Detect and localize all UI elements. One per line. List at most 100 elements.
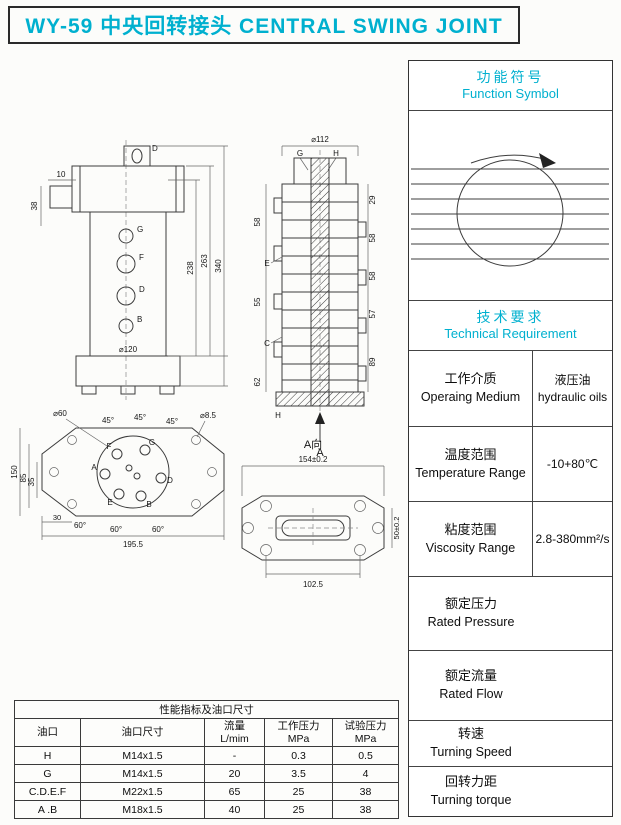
- function-symbol-title-cn: 功能符号: [476, 68, 545, 85]
- view-arrow-label: A: [316, 447, 324, 459]
- dim-label: 85: [19, 473, 28, 482]
- col-header-working-pressure-cn: 工作压力: [277, 720, 320, 732]
- spec-value-text: 2.8-380mm²/s: [535, 531, 610, 546]
- spec-panel: 功能符号 Function Symbol 技术要求 Technica: [408, 60, 613, 817]
- spec-value: -10+80℃: [533, 427, 612, 501]
- ports-table: 性能指标及油口尺寸 油口 油口尺寸 流量 L/mim 工作压力 MPa 试验压力…: [14, 700, 399, 820]
- col-header-working-pressure: 工作压力 MPa: [264, 717, 333, 748]
- a-view-drawing: A向 154±0.2 50±0.2 102.5: [241, 437, 401, 589]
- col-header-test-pressure-cn: 试验压力: [344, 720, 387, 732]
- dim-label: 102.5: [303, 580, 324, 589]
- cell-flow: 65: [204, 782, 265, 802]
- dim-label: 238: [186, 261, 195, 275]
- dim-label: D: [152, 144, 158, 153]
- spec-label-cn: 温度范围: [444, 446, 497, 462]
- dim-label: 35: [27, 477, 36, 486]
- dim-label: 57: [368, 309, 377, 318]
- dim-label: 340: [214, 259, 223, 273]
- cell-flow: 20: [204, 764, 265, 784]
- ports-table-title-row: 性能指标及油口尺寸: [14, 700, 399, 719]
- dim-label: 38: [30, 201, 39, 210]
- spec-value: 液压油 hydraulic oils: [533, 351, 612, 426]
- table-row: C.D.E.F M22x1.5 65 25 38: [14, 782, 399, 802]
- spec-label-en: Turning torque: [430, 793, 512, 808]
- ports-table-title: 性能指标及油口尺寸: [14, 700, 399, 719]
- spec-value: [533, 767, 612, 816]
- spec-label: 额定压力 Rated Pressure: [409, 577, 533, 650]
- port-label: D: [167, 476, 173, 485]
- port-label: B: [137, 315, 142, 324]
- port-label: G: [149, 438, 155, 447]
- cell-size: M14x1.5: [80, 764, 205, 784]
- spec-value: [533, 577, 612, 650]
- technical-requirement-title-cn: 技术要求: [476, 308, 545, 325]
- col-header-test-pressure: 试验压力 MPa: [332, 717, 399, 748]
- dim-label: 50±0.2: [392, 517, 401, 540]
- port-label: G: [137, 225, 143, 234]
- spec-label: 额定流量 Rated Flow: [409, 651, 533, 720]
- spec-value: [533, 651, 612, 720]
- spec-label-en: Viscosity Range: [425, 540, 516, 555]
- spec-label: 转速 Turning Speed: [409, 721, 533, 766]
- col-header-flow-unit: L/mim: [220, 732, 249, 745]
- spec-value: [533, 721, 612, 766]
- view-title: A向: [304, 437, 322, 451]
- cell-test-pressure: 4: [332, 764, 399, 784]
- section-view-drawing: ⌀112 G H: [253, 135, 377, 459]
- cell-working-pressure: 25: [264, 800, 333, 820]
- spec-label-cn: 粘度范围: [444, 521, 497, 537]
- spec-label-cn: 转速: [457, 726, 484, 742]
- page-title: WY-59 中央回转接头 CENTRAL SWING JOINT: [8, 6, 520, 44]
- dim-label: 29: [368, 195, 377, 204]
- port-label: B: [146, 500, 151, 509]
- cell-port: C.D.E.F: [14, 782, 81, 802]
- spec-label: 温度范围 Temperature Range: [409, 427, 533, 501]
- col-header-port: 油口: [14, 717, 81, 748]
- cell-test-pressure: 38: [332, 800, 399, 820]
- dim-label: 10: [57, 170, 66, 179]
- port-label: F: [139, 253, 144, 262]
- spec-row-temperature-range: 温度范围 Temperature Range -10+80℃: [409, 427, 612, 502]
- function-symbol-header: 功能符号 Function Symbol: [409, 61, 612, 111]
- dim-label: ⌀112: [311, 135, 329, 144]
- spec-row-operating-medium: 工作介质 Operaing Medium 液压油 hydraulic oils: [409, 351, 612, 427]
- cell-flow: -: [204, 746, 265, 766]
- dim-label: 58: [368, 271, 377, 280]
- spec-label-en: Rated Pressure: [427, 615, 515, 630]
- cell-port: H: [14, 746, 81, 766]
- col-header-port-size: 油口尺寸: [80, 717, 205, 748]
- angle-label: 60°: [152, 525, 164, 534]
- port-label: H: [275, 411, 281, 420]
- dim-label: 89: [368, 357, 377, 366]
- spec-label: 工作介质 Operaing Medium: [409, 351, 533, 426]
- spec-label-cn: 额定流量: [444, 668, 497, 684]
- angle-label: 45°: [134, 413, 146, 422]
- spec-row-rated-flow: 额定流量 Rated Flow: [409, 651, 612, 721]
- table-row: G M14x1.5 20 3.5 4: [14, 764, 399, 784]
- dim-label: 62: [253, 377, 262, 386]
- cell-port: A .B: [14, 800, 81, 820]
- function-symbol-title-en: Function Symbol: [462, 86, 559, 102]
- rotation-arrow-icon: [470, 153, 556, 168]
- dim-label: 150: [10, 465, 19, 479]
- dim-label: ⌀60: [53, 409, 67, 418]
- cell-test-pressure: 38: [332, 782, 399, 802]
- port-label: A: [91, 463, 97, 472]
- cell-working-pressure: 25: [264, 782, 333, 802]
- cell-size: M18x1.5: [80, 800, 205, 820]
- angle-label: 60°: [110, 525, 122, 534]
- cell-port: G: [14, 764, 81, 784]
- spec-value-cn: 液压油: [554, 373, 591, 388]
- cell-size: M22x1.5: [80, 782, 205, 802]
- angle-label: 60°: [74, 521, 86, 530]
- spec-label: 粘度范围 Viscosity Range: [409, 502, 533, 576]
- spec-label-en: Rated Flow: [439, 687, 503, 702]
- cell-working-pressure: 0.3: [264, 746, 333, 766]
- spec-label-en: Operaing Medium: [420, 390, 521, 405]
- spec-row-viscosity-range: 粘度范围 Viscosity Range 2.8-380mm²/s: [409, 502, 612, 577]
- dim-label: ⌀120: [119, 345, 138, 354]
- port-label: C: [264, 339, 270, 348]
- table-row: A .B M18x1.5 40 25 38: [14, 800, 399, 820]
- spec-row-rated-pressure: 额定压力 Rated Pressure: [409, 577, 612, 651]
